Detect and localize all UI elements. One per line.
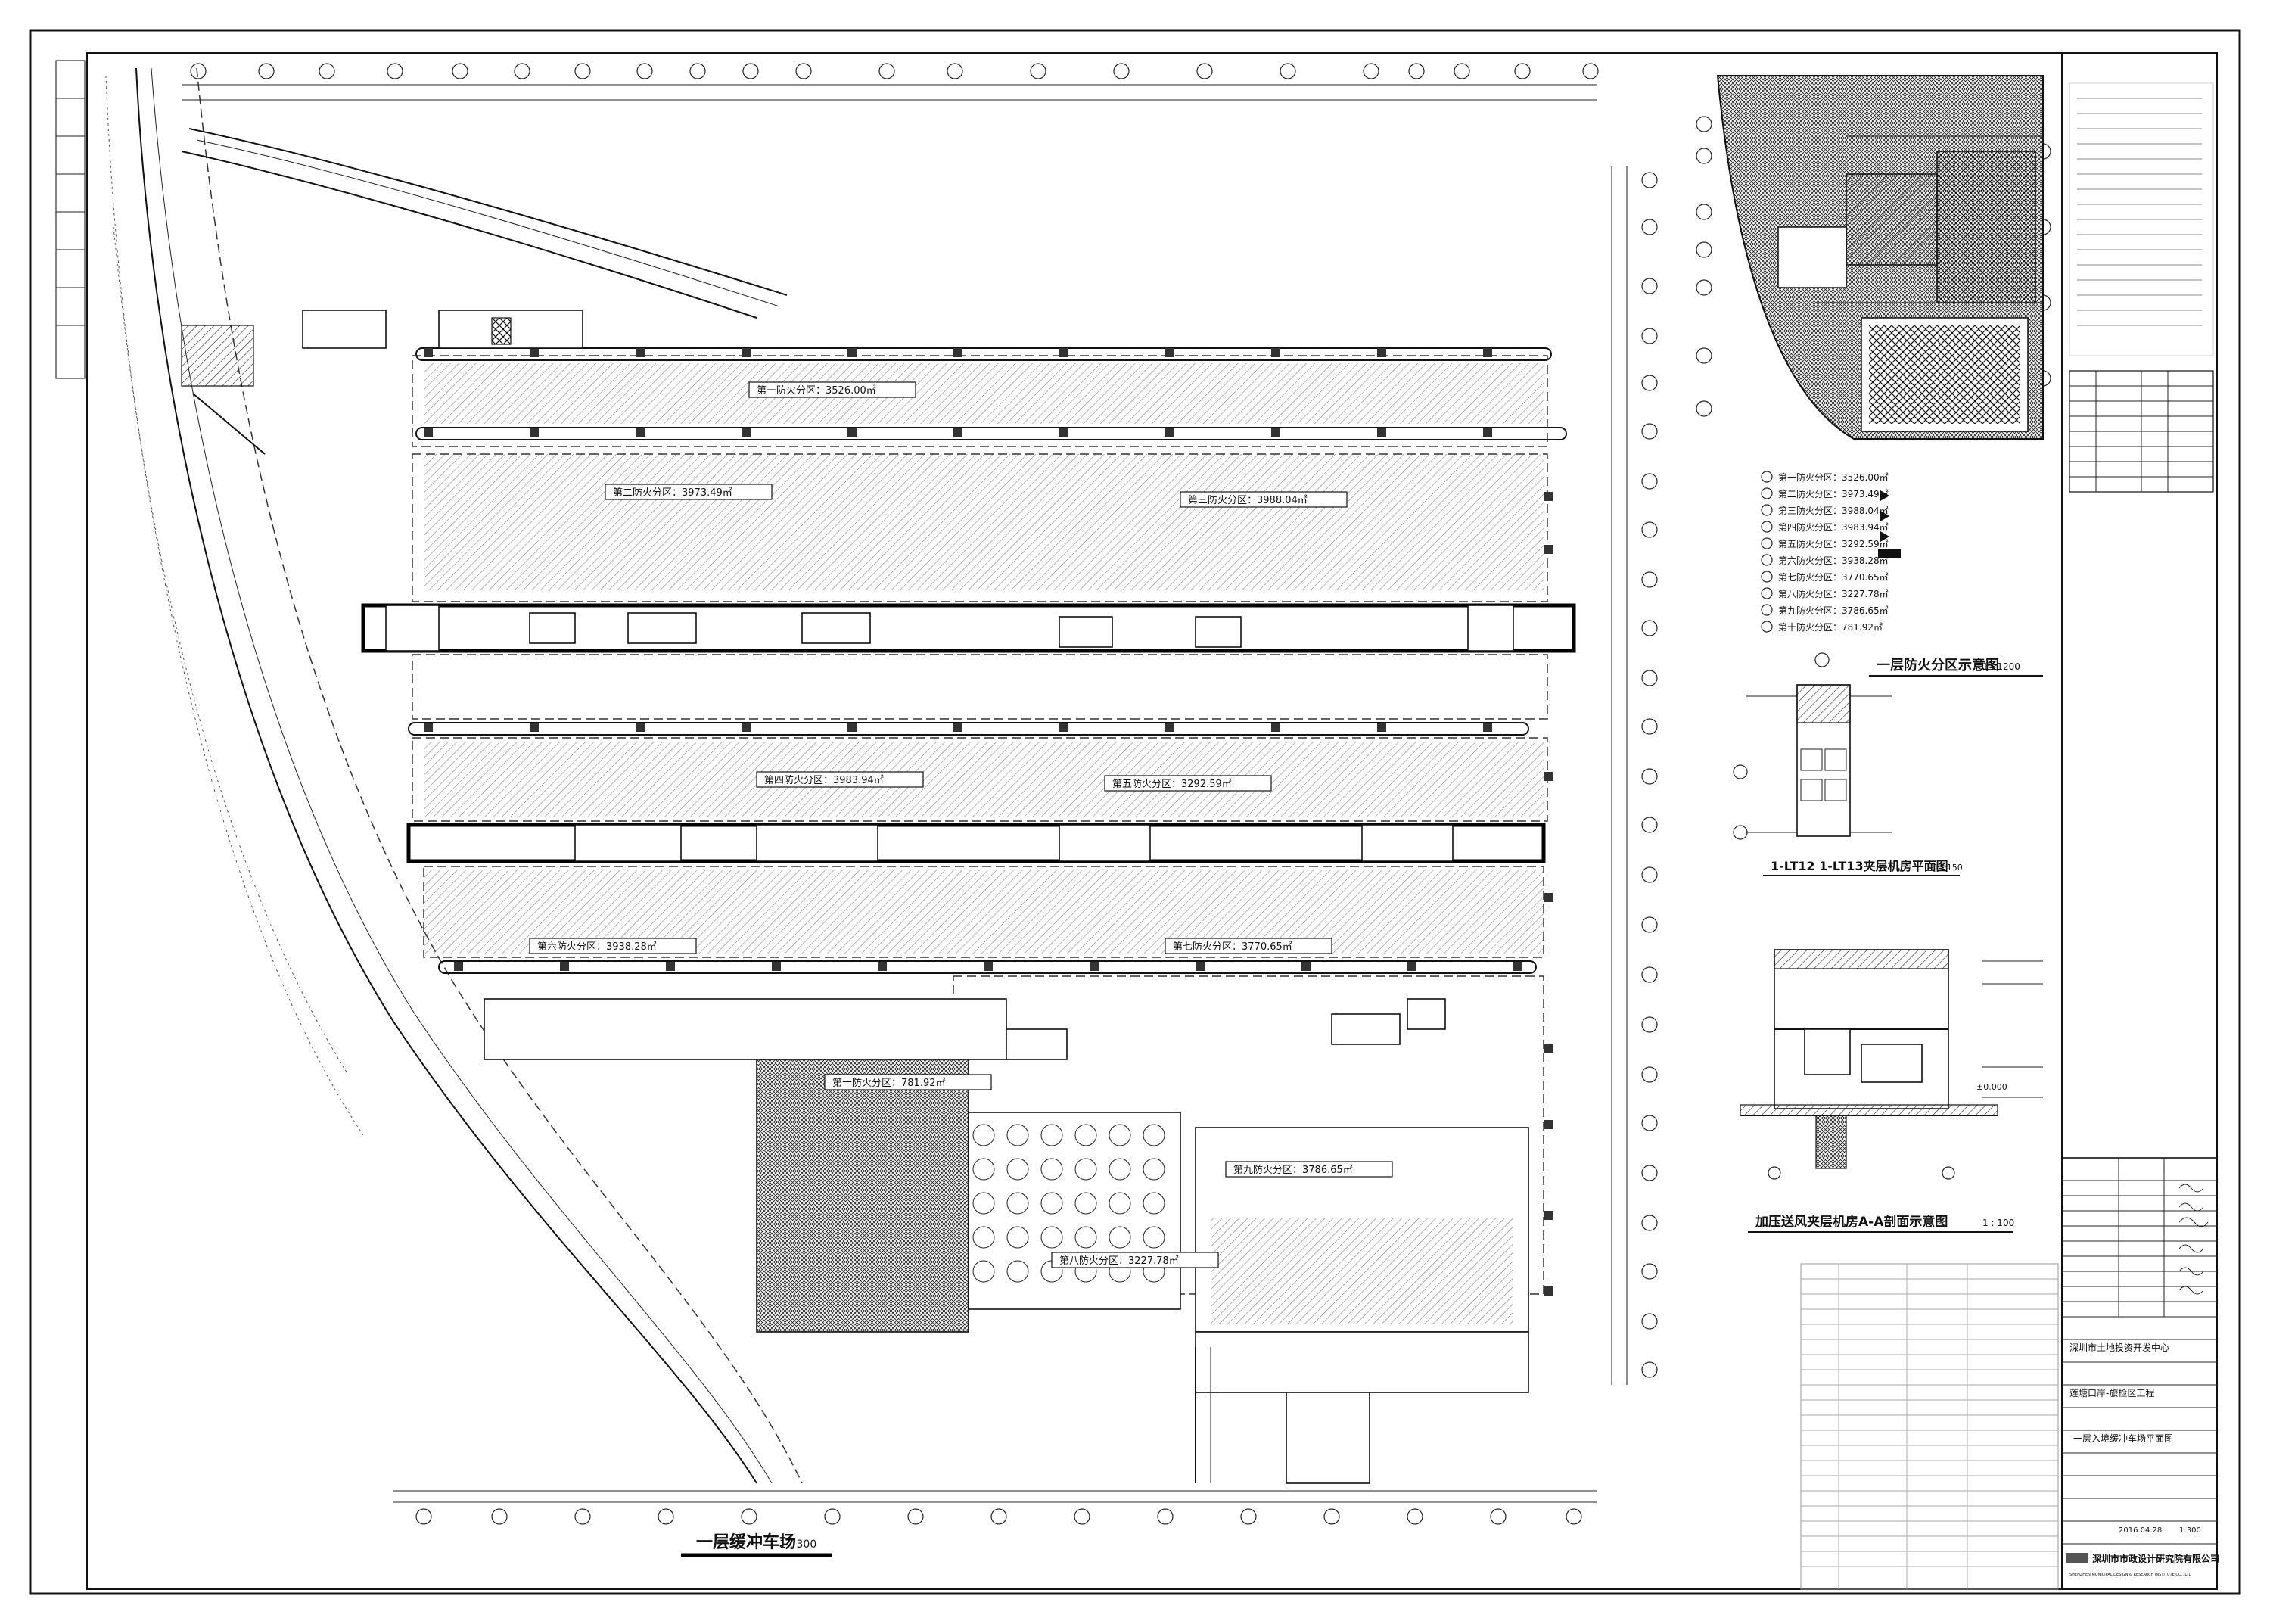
section-title: 加压送风夹层机房A-A剖面示意图 [1755, 1214, 1948, 1230]
key_plan-list-3: 第四防火分区：3983.94㎡ [1778, 521, 1889, 533]
fire-zone-4-label: 第四防火分区：3983.94㎡ [764, 774, 884, 786]
upper-ramp [181, 151, 757, 319]
company-name-en: SHENZHEN MUNICIPAL DESIGN & RESEARCH INS… [2069, 1573, 2192, 1577]
key_plan-list-9: 第十防火分区：781.92㎡ [1778, 621, 1883, 633]
main-plan-scale: 1 : 300 [779, 1538, 816, 1551]
project-name: 莲塘口岸-旅检区工程 [2069, 1387, 2154, 1398]
binding-strip [55, 60, 86, 379]
lane-platforms [361, 347, 1576, 974]
fire-zone-8-label: 第八防火分区：3227.78㎡ [1059, 1255, 1179, 1267]
fire-zone-1-label: 第一防火分区：3526.00㎡ [757, 384, 876, 397]
issue-date: 2016.04.28 [2119, 1526, 2162, 1535]
main-plan-title: 一层缓冲车场 [696, 1532, 796, 1552]
fire-zone-5-label: 第五防火分区：3292.59㎡ [1112, 778, 1232, 790]
key_plan-list-6: 第七防火分区：3770.65㎡ [1778, 571, 1889, 583]
key_plan-list-4: 第五防火分区：3292.59㎡ [1778, 538, 1889, 549]
fire-zone-labels: 第一防火分区：3526.00㎡ 第二防火分区：3973.49㎡ 第三防火分区：3… [529, 381, 1393, 1268]
company-logo [2066, 1553, 2088, 1563]
machine-room-plan: 1-LT12 1-LT13夹层机房平面图 1 : 150 [1733, 652, 1963, 876]
drawing-scale: 1:300 [2179, 1526, 2201, 1535]
grid-axis-right [1611, 166, 1658, 1385]
section-scale: 1 : 100 [1982, 1218, 2014, 1228]
grid-axis-bottom [393, 1490, 1597, 1525]
fire-zone-7-label: 第七防火分区：3770.65㎡ [1173, 941, 1292, 953]
key_plan-list-2: 第三防火分区：3988.04㎡ [1778, 505, 1889, 516]
fire-zone-9-label: 第九防火分区：3786.65㎡ [1233, 1164, 1353, 1176]
client-name: 深圳市土地投资开发中心 [2069, 1342, 2169, 1353]
main-floor-plan: 第一防火分区：3526.00㎡ 第二防火分区：3973.49㎡ 第三防火分区：3… [105, 63, 1658, 1557]
key_plan-list-7: 第八防火分区：3227.78㎡ [1778, 588, 1889, 599]
key_plan-list-5: 第六防火分区：3938.28㎡ [1778, 555, 1889, 566]
top-buildings [181, 310, 583, 455]
section-aa: ±0.000 加压送风夹层机房A-A剖面示意图 1 : 100 [1740, 949, 2043, 1233]
site-boundary-curve [135, 67, 757, 1484]
parking-circle-grid [972, 1124, 1165, 1283]
title-block: 深圳市土地投资开发中心 莲塘口岸-旅检区工程 一层入境缓冲车场平面图 2016.… [1800, 1157, 2219, 1590]
revision-table [1800, 1263, 2059, 1590]
fire-zone-3-label: 第三防火分区：3988.04㎡ [1188, 494, 1308, 506]
fire-zone-10-label: 第十防火分区：781.92㎡ [832, 1077, 946, 1089]
lane-marking-bands [424, 363, 1544, 954]
fire-zone-6-label: 第六防火分区：3938.28㎡ [537, 941, 657, 953]
key-plan-title: 一层防火分区示意图 [1877, 657, 1999, 674]
company-name: 深圳市市政设计研究院有限公司 [2092, 1553, 2219, 1564]
fire-zone-2-label: 第二防火分区：3973.49㎡ [613, 487, 732, 499]
machine-room-title: 1-LT12 1-LT13夹层机房平面图 [1771, 859, 1948, 873]
fire-compartment-boundaries [412, 355, 1548, 1295]
general-notes [2069, 82, 2214, 493]
grid-axis-top [182, 63, 1599, 101]
outer-border [29, 29, 2241, 1595]
inner-border [86, 52, 2218, 1590]
key-plan-scale: 1 : 1200 [1982, 661, 2020, 672]
machine-room-scale: 1 : 150 [1933, 863, 1963, 873]
key_plan-list-0: 第一防火分区：3526.00㎡ [1778, 471, 1889, 483]
key_plan-list-8: 第九防火分区：3786.65㎡ [1778, 605, 1889, 616]
key_plan-list-1: 第二防火分区：3973.49㎡ [1778, 488, 1889, 499]
fire-zone-legend-list: 第一防火分区：3526.00㎡ 第二防火分区：3973.49㎡ 第三防火分区：3… [1761, 471, 1901, 633]
structural-columns [424, 348, 1553, 1296]
mid-buildings [385, 605, 1514, 862]
section-floor-level: ±0.000 [1976, 1082, 2007, 1092]
fire-zone-key-plan: 第一防火分区：3526.00㎡ 第二防火分区：3973.49㎡ 第三防火分区：3… [1696, 75, 2051, 677]
lower-complex [484, 998, 1529, 1484]
drawing-name: 一层入境缓冲车场平面图 [2073, 1433, 2173, 1444]
